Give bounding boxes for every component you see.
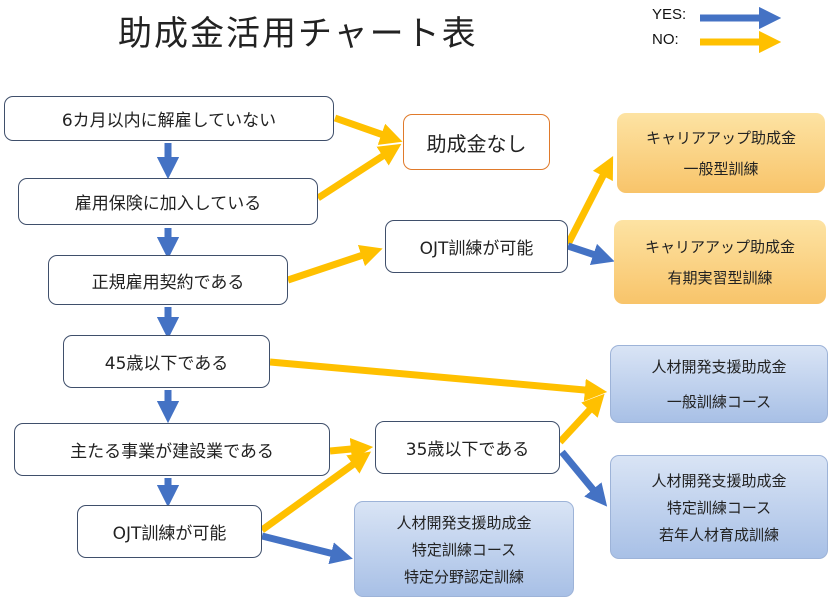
result-box-career-fixed: キャリアアップ助成金 有期実習型訓練 xyxy=(614,220,826,304)
result-box-hrd-youth: 人材開発支援助成金 特定訓練コース 若年人材育成訓練 xyxy=(610,455,828,559)
no-arrow-q1-none xyxy=(333,114,403,145)
result-line: キャリアアップ助成金 xyxy=(644,238,795,256)
result-box-hrd-general: 人材開発支援助成金 一般訓練コース xyxy=(610,345,828,423)
result-line: 人材開発支援助成金 xyxy=(651,358,787,376)
yes-arrow-q6-hrd-field xyxy=(261,532,353,565)
yes-arrow-age35-hrd-youth xyxy=(559,449,608,507)
result-line: 有期実習型訓練 xyxy=(667,269,773,287)
no-arrow-q6-age35 xyxy=(259,451,372,533)
question-box-ojt: OJT訓練が可能 xyxy=(385,220,568,273)
no-arrow-q5-age35 xyxy=(329,437,374,461)
question-text: 6カ月以内に解雇していない xyxy=(61,111,277,131)
question-box-q1: 6カ月以内に解雇していない xyxy=(4,96,334,141)
result-line: 一般型訓練 xyxy=(683,160,759,178)
question-box-q2: 雇用保険に加入している xyxy=(18,178,318,225)
no-arrow-q3-ojt xyxy=(286,244,383,284)
question-text: 正規雇用契約である xyxy=(91,272,245,293)
result-box-none: 助成金なし xyxy=(403,114,550,170)
result-line: 人材開発支援助成金 xyxy=(651,471,787,490)
result-box-career-general: キャリアアップ助成金 一般型訓練 xyxy=(617,113,825,193)
question-text: 35歳以下である xyxy=(405,440,530,460)
result-line: 一般訓練コース xyxy=(666,393,772,411)
no-arrow-q2-none xyxy=(316,143,402,201)
result-line: 人材開発支援助成金 xyxy=(396,513,532,532)
question-text: OJT訓練が可能 xyxy=(112,524,227,544)
question-box-q6: OJT訓練が可能 xyxy=(77,505,262,558)
question-box-q4: 45歳以下である xyxy=(63,335,270,388)
question-box-q3: 正規雇用契約である xyxy=(48,255,288,305)
legend-yes-label: YES: xyxy=(652,6,687,23)
result-line: キャリアアップ助成金 xyxy=(645,129,796,147)
question-text: 主たる事業が建設業である xyxy=(70,442,274,462)
result-line: 特定分野認定訓練 xyxy=(403,567,524,586)
no-arrow-q4-hrd-general xyxy=(269,358,608,402)
result-text: 助成金なし xyxy=(426,131,527,156)
page-title: 助成金活用チャート表 xyxy=(118,14,478,54)
yes-arrow-ojt-career-fixed xyxy=(566,242,615,266)
no-arrow-age35-hrd-general xyxy=(557,393,605,445)
result-line: 特定訓練コース xyxy=(411,540,517,559)
result-line: 若年人材育成訓練 xyxy=(658,525,779,544)
legend-no-label: NO: xyxy=(652,31,679,48)
result-box-hrd-field: 人材開発支援助成金 特定訓練コース 特定分野認定訓練 xyxy=(354,501,574,597)
no-arrow-ojt-career-general xyxy=(564,156,614,246)
question-text: 45歳以下である xyxy=(104,354,229,374)
question-box-age35: 35歳以下である xyxy=(375,421,560,474)
question-text: 雇用保険に加入している xyxy=(74,194,262,214)
question-box-q5: 主たる事業が建設業である xyxy=(14,423,330,476)
result-line: 特定訓練コース xyxy=(666,498,772,517)
question-text: OJT訓練が可能 xyxy=(419,239,534,259)
